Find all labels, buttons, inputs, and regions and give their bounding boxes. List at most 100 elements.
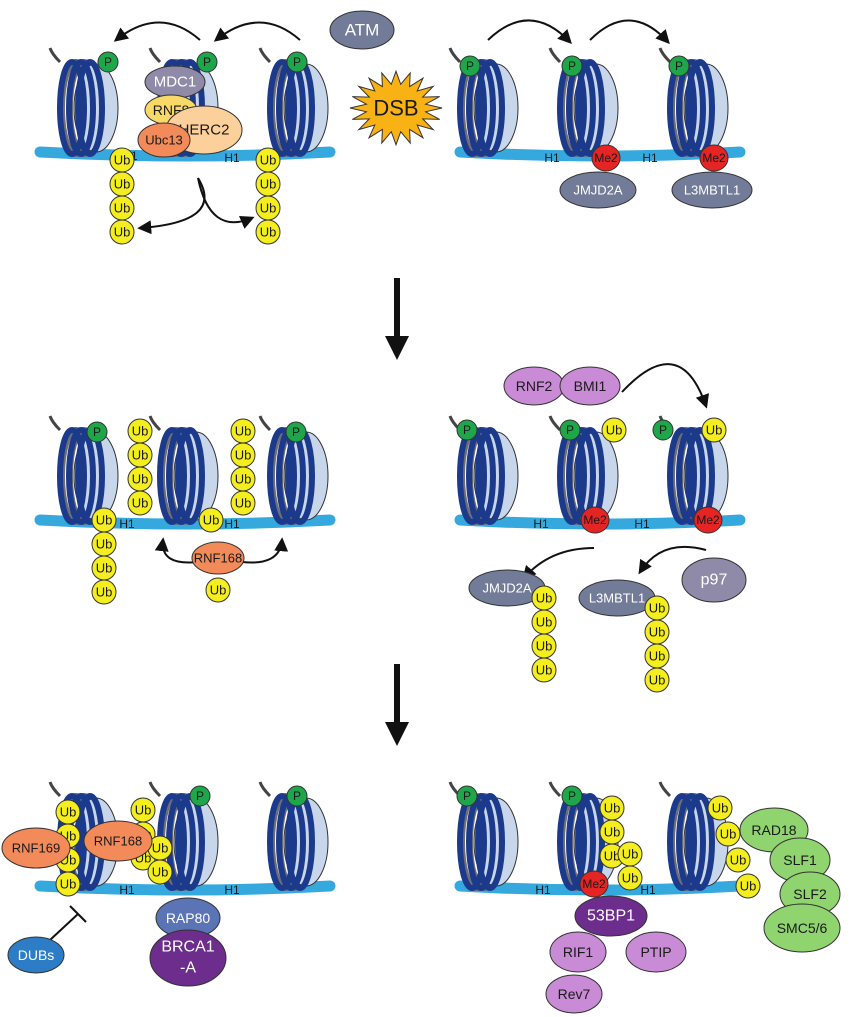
ubiquitin-label: Ub xyxy=(740,879,757,894)
bmi1-protein: BMI1 xyxy=(559,366,621,406)
nucleosome xyxy=(48,47,119,157)
brca1a-label-1: BRCA1 xyxy=(161,939,214,956)
arrow-rnf168-left xyxy=(154,537,199,564)
dna-wrap xyxy=(475,793,505,891)
phospho-marker-label: P xyxy=(292,425,300,439)
histone-tail xyxy=(148,781,162,798)
ubiquitin-label: Ub xyxy=(235,448,252,463)
bp53-protein-label: 53BP1 xyxy=(587,908,635,925)
ubiquitin-shape xyxy=(147,859,173,885)
dna-wrap xyxy=(575,59,605,157)
brca1a-label-2: -A xyxy=(180,960,196,977)
l3mbtl1-protein-label: L3MBTL1 xyxy=(589,591,645,606)
rnf168-protein-label: RNF168 xyxy=(94,834,142,849)
inhibition-line xyxy=(49,913,79,941)
arrow-spread-left-2 xyxy=(213,21,301,42)
ubiquitin: Ub xyxy=(617,865,643,891)
ubiquitin: Ub xyxy=(230,466,256,492)
ubiquitin: Ub xyxy=(109,171,135,197)
ubiquitin: Ub xyxy=(735,873,761,899)
ubiquitin-label: Ub xyxy=(706,423,723,438)
ubiquitin-label: Ub xyxy=(604,801,621,816)
ubiquitin: Ub xyxy=(109,195,135,221)
ubiquitin-shape xyxy=(127,490,153,516)
phospho-marker-label: P xyxy=(293,55,301,69)
me2-mark-label: Me2 xyxy=(583,513,607,527)
phospho-marker-shape xyxy=(559,419,581,441)
phospho-marker: P xyxy=(456,419,478,441)
phospho-marker-label: P xyxy=(196,789,204,803)
arrow-ub-left xyxy=(137,177,206,235)
dna-wrap xyxy=(685,793,715,891)
ubiquitin: Ub xyxy=(91,531,117,557)
ubiquitin: Ub xyxy=(707,795,733,821)
histone-tail xyxy=(48,47,62,64)
phospho-marker-shape xyxy=(668,55,690,77)
phospho-marker-shape xyxy=(285,421,307,443)
ptip-protein-shape xyxy=(625,931,687,973)
dna-wrap xyxy=(466,59,496,157)
ubiquitin: Ub xyxy=(127,490,153,516)
rev7-protein-shape xyxy=(545,974,603,1014)
ubiquitin: Ub xyxy=(715,821,741,847)
rnf2-protein: RNF2 xyxy=(503,366,565,406)
atm-kinase-shape xyxy=(329,10,395,50)
ubiquitin-label: Ub xyxy=(114,177,131,192)
ubiquitin-label: Ub xyxy=(536,663,553,678)
ubiquitin-shape xyxy=(601,417,627,443)
phospho-marker-label: P xyxy=(93,425,101,439)
phospho-marker: P xyxy=(285,421,307,443)
histone-tail xyxy=(658,47,672,64)
phospho-marker-shape xyxy=(459,55,481,77)
ubiquitin-label: Ub xyxy=(114,201,131,216)
ubiquitin-shape xyxy=(91,579,117,605)
ubiquitin-label: Ub xyxy=(235,496,252,511)
slf1-protein-label: SLF1 xyxy=(783,852,817,868)
phospho-marker-label: P xyxy=(104,55,112,69)
arrow-spread-right-2 xyxy=(589,19,670,45)
dubs-protein: DUBs xyxy=(7,936,65,974)
dna-wrap xyxy=(157,427,187,525)
ubiquitin: Ub xyxy=(127,466,153,492)
ubiquitin-label: Ub xyxy=(114,153,131,168)
dna-wrap xyxy=(466,793,496,891)
me2-mark-shape xyxy=(693,506,723,534)
ubiquitin-shape xyxy=(644,667,670,693)
rnf169-protein-label: RNF169 xyxy=(12,841,60,856)
histone-tail xyxy=(548,781,562,798)
phospho-marker-label: P xyxy=(203,55,211,69)
ubiquitin-label: Ub xyxy=(132,472,149,487)
me2-mark-shape xyxy=(579,870,609,898)
me2-mark: Me2 xyxy=(579,870,609,898)
mdc1-protein-label: MDC1 xyxy=(154,74,197,91)
h1-label: H1 xyxy=(533,517,549,531)
ubiquitin-shape xyxy=(55,871,81,897)
phospho-marker-shape xyxy=(561,785,583,807)
slf2-protein-label: SLF2 xyxy=(793,886,827,902)
dna-wrap xyxy=(676,427,706,525)
jmjd2a-protein-shape xyxy=(559,171,637,209)
jmjd2a-protein-label: JMJD2A xyxy=(573,183,622,198)
ubiquitin: Ub xyxy=(230,490,256,516)
phospho-marker-shape xyxy=(561,55,583,77)
arrow-l3mbtl1 xyxy=(638,545,707,575)
ubiquitin: Ub xyxy=(531,609,557,635)
arrow-jmjd2a xyxy=(522,547,595,581)
phospho-marker-shape xyxy=(286,51,308,73)
ubiquitin-shape xyxy=(707,795,733,821)
h1-label: H1 xyxy=(544,151,560,165)
dsb-burst xyxy=(349,69,443,147)
h1-label: H1 xyxy=(535,883,551,897)
ubc13-protein-shape xyxy=(137,122,191,158)
ubiquitin-label: Ub xyxy=(60,877,77,892)
arrow-spread-right xyxy=(487,19,572,45)
ubiquitin-shape xyxy=(205,577,231,603)
histone-tail xyxy=(48,415,62,432)
ubiquitin-label: Ub xyxy=(260,201,277,216)
phospho-marker: P xyxy=(286,51,308,73)
rnf168-protein-label: RNF168 xyxy=(194,551,242,566)
dsb-label: DSB xyxy=(373,96,418,121)
nucleosome xyxy=(48,415,119,525)
phospho-marker: P xyxy=(86,421,108,443)
